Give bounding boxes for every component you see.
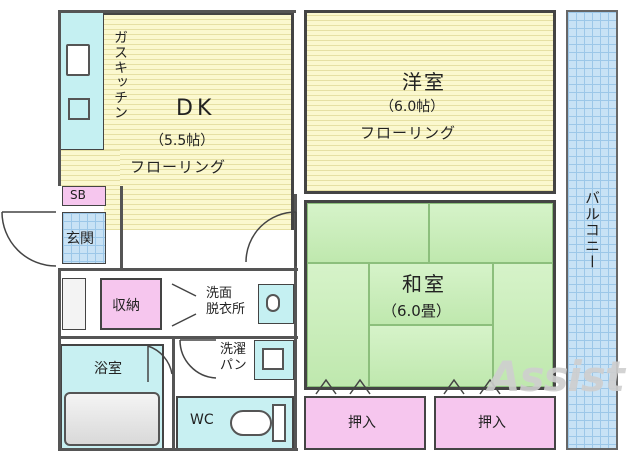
dk-size: （5.5帖） (150, 133, 215, 149)
washroom-label: 洗面 脱衣所 (206, 286, 246, 317)
entrance (62, 212, 106, 264)
toilet-bowl (230, 410, 272, 436)
tatami-2 (429, 203, 553, 263)
wall-center (294, 194, 297, 450)
washbasin-bowl (266, 294, 280, 312)
door-swing-bath (147, 345, 173, 382)
entrance-door-swing (1, 211, 57, 267)
tatami-3 (307, 263, 369, 387)
dk-name: DK (176, 96, 216, 121)
wall-wc-left (172, 336, 175, 448)
wall-dk-bottom (120, 186, 123, 268)
japanese-size: （6.0畳） (382, 302, 451, 320)
tatami-5 (493, 263, 553, 387)
tatami-6 (369, 325, 493, 387)
dk-room-lower (60, 150, 120, 186)
closet-door-markers (315, 378, 501, 395)
door-swing-storage (171, 283, 197, 327)
storage-label: 収納 (112, 298, 140, 314)
bathtub (64, 392, 160, 446)
japanese-name: 和室 (402, 272, 446, 296)
tatami-1 (307, 203, 429, 263)
sb-box (62, 186, 106, 206)
western-name: 洋室 (402, 70, 446, 94)
wall-bottom (58, 448, 298, 451)
sb-label: SB (70, 188, 86, 202)
closet-right-label: 押入 (478, 415, 506, 431)
closet-left-label: 押入 (348, 415, 376, 431)
shoe-cabinet (62, 278, 86, 330)
outer-wall-left (58, 10, 61, 186)
closet-right (434, 396, 556, 450)
toilet-tank (272, 404, 286, 442)
tatami-4 (369, 263, 493, 325)
western-room (304, 10, 556, 194)
stove (68, 98, 90, 120)
storage (100, 278, 162, 330)
balcony (566, 10, 618, 450)
door-swing-washroom (179, 339, 217, 379)
assist-logo: Assist (488, 352, 625, 401)
bath-label: 浴室 (94, 361, 122, 377)
washer-drain (262, 348, 284, 370)
balcony-label: バルコニー (583, 190, 601, 270)
outer-wall-left-lower (58, 268, 61, 450)
door-swing-dk (245, 211, 297, 266)
wall-bath-top (58, 336, 298, 339)
wc-label: WC (190, 412, 214, 428)
closet-left (304, 396, 426, 450)
entrance-label: 玄関 (66, 231, 94, 247)
dk-floor: フローリング (130, 158, 227, 176)
kitchen-label: ガスキッチン (112, 30, 128, 120)
western-floor: フローリング (360, 124, 457, 142)
wall-hall-mid (58, 268, 298, 271)
kitchen-counter (60, 12, 104, 150)
dk-room (104, 12, 294, 230)
western-size: （6.0帖） (380, 99, 445, 115)
washer-label: 洗濯 パン (220, 342, 247, 373)
outer-wall-top (58, 10, 296, 13)
sink (66, 44, 90, 76)
